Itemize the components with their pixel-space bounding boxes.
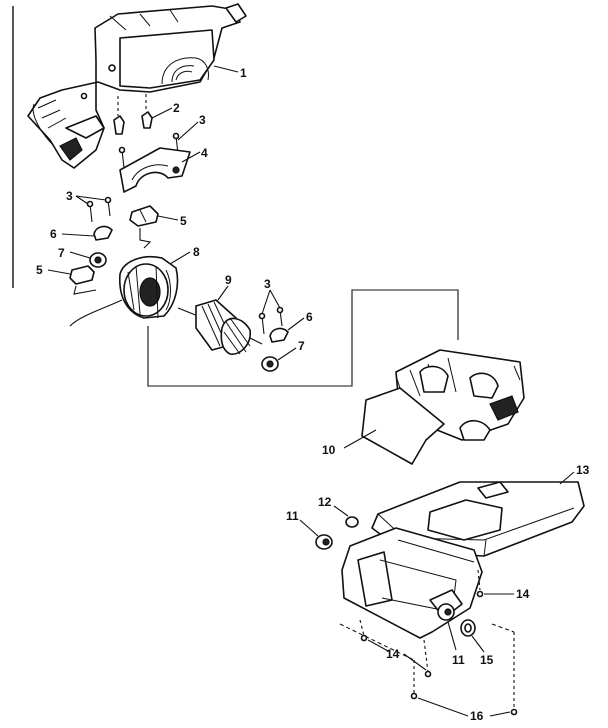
part-9-armature <box>177 299 263 355</box>
leader-1 <box>213 65 239 73</box>
callout-7b: 7 <box>298 339 305 353</box>
callout-3a: 3 <box>199 113 206 127</box>
callout-14a: 14 <box>516 587 530 601</box>
leader-14b <box>367 639 391 653</box>
part-8-stator <box>69 256 179 327</box>
leader-5b <box>47 269 71 275</box>
leader-6b <box>287 317 305 331</box>
part-15-washer <box>460 619 476 637</box>
callout-6a: 6 <box>50 227 57 241</box>
callout-11a: 11 <box>286 509 299 523</box>
part-2-screws <box>113 94 153 135</box>
callout-5b: 5 <box>36 263 43 277</box>
part-1-housing-cover <box>27 3 247 169</box>
callout-8: 8 <box>193 245 200 259</box>
leader-12 <box>333 505 349 517</box>
part-7-bearing-left <box>89 252 107 268</box>
callout-5a: 5 <box>180 214 187 228</box>
callout-6b: 6 <box>306 310 313 324</box>
callout-4: 4 <box>201 146 208 160</box>
leader-11a <box>299 519 319 537</box>
part-14-screws-lower <box>359 619 432 678</box>
callout-3c: 3 <box>264 277 271 291</box>
leader-16 <box>417 697 469 717</box>
callout-1: 1 <box>240 66 247 80</box>
part-6-clip-left <box>93 225 113 241</box>
leader-3b <box>75 195 89 205</box>
part-6-clip-right <box>269 327 289 343</box>
callout-16: 16 <box>470 709 484 723</box>
leader-3c <box>261 289 271 315</box>
part-14-screw-right <box>476 569 484 598</box>
part-5-brush-lower <box>69 265 97 295</box>
leader-5a <box>157 215 179 221</box>
leader-11b <box>447 621 457 651</box>
leader-13 <box>559 471 575 485</box>
part-10-motor-base <box>361 349 525 465</box>
part-7-bearing-right <box>261 356 279 372</box>
leader-2 <box>151 107 173 119</box>
part-12-bushing <box>345 516 359 528</box>
leader-8 <box>169 251 191 265</box>
leader-7b <box>277 347 297 361</box>
leader-6a <box>61 233 95 237</box>
callout-12: 12 <box>318 495 332 509</box>
callout-11b: 11 <box>452 653 465 667</box>
leader-3a <box>177 121 199 141</box>
callout-3b: 3 <box>66 189 73 203</box>
callout-2: 2 <box>173 101 180 115</box>
leader-4 <box>181 151 201 163</box>
part-4-bracket <box>119 147 191 193</box>
leader-15 <box>471 635 485 653</box>
callout-9: 9 <box>225 273 232 287</box>
part-3-screws-upper <box>118 132 180 169</box>
part-3-screws-left <box>86 196 112 223</box>
callout-13: 13 <box>576 463 590 477</box>
assembly-bracket <box>147 289 459 387</box>
part-16-screws <box>339 623 518 716</box>
part-11-bearing-left <box>315 534 333 550</box>
callout-7a: 7 <box>58 246 65 260</box>
leader-9 <box>217 285 229 301</box>
callout-15: 15 <box>480 653 494 667</box>
callout-10: 10 <box>322 443 336 457</box>
part-5-brush-upper <box>129 205 159 249</box>
leader-10 <box>343 429 377 449</box>
callout-14b: 14 <box>386 647 400 661</box>
part-11-bearing-right <box>437 603 455 621</box>
leader-7a <box>69 251 91 259</box>
